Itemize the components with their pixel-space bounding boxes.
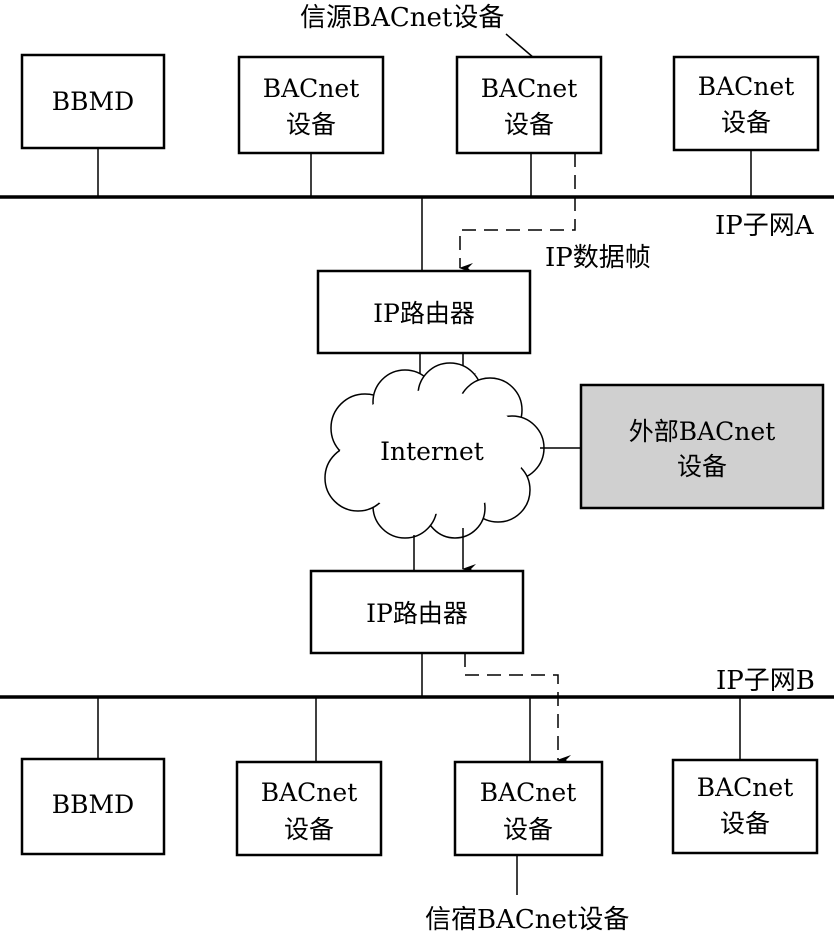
device-label-line2: 设备 xyxy=(721,108,771,137)
router-label: IP路由器 xyxy=(366,599,468,628)
device-label-line1: BACnet xyxy=(697,773,794,802)
device-label-line1: BACnet xyxy=(261,778,358,807)
device-label-line2: 设备 xyxy=(284,815,334,844)
subnet-b-device-4: BACnet 设备 xyxy=(671,758,819,855)
router-a: IP路由器 xyxy=(316,269,532,355)
router-b: IP路由器 xyxy=(309,569,525,655)
subnet-b-device-destination: BACnet 设备 xyxy=(453,760,604,857)
source-leader-line xyxy=(505,33,535,59)
external-bacnet-device: 外部BACnet 设备 xyxy=(579,383,825,510)
device-label-line2: 设备 xyxy=(503,815,553,844)
subnet-b-label: IP子网B xyxy=(716,666,815,696)
router-label: IP路由器 xyxy=(373,299,475,328)
frame-label: IP数据帧 xyxy=(545,243,651,273)
subnet-b-device-2: BACnet 设备 xyxy=(235,760,383,857)
destination-device-label: 信宿BACnet设备 xyxy=(425,905,629,935)
subnet-a-device-4: BACnet 设备 xyxy=(672,55,820,152)
subnet-a-device-bbmd: BBMD xyxy=(20,53,166,150)
frame-path-a xyxy=(459,153,576,273)
internet-cloud: Internet xyxy=(324,362,545,539)
subnet-a-device-source: BACnet 设备 xyxy=(455,55,603,155)
device-label-line2: 设备 xyxy=(286,110,336,139)
device-label: BBMD xyxy=(52,790,134,819)
subnet-b-device-bbmd: BBMD xyxy=(20,757,166,856)
device-label: BBMD xyxy=(52,87,134,116)
device-label-line1: BACnet xyxy=(480,778,577,807)
device-label-line1: BACnet xyxy=(698,72,795,101)
frame-path-b xyxy=(464,653,571,765)
internet-label: Internet xyxy=(380,437,484,466)
device-label-line1: BACnet xyxy=(481,74,578,103)
external-device-line1: 外部BACnet xyxy=(629,417,776,446)
device-label-line2: 设备 xyxy=(720,809,770,838)
subnet-a-device-2: BACnet 设备 xyxy=(237,55,385,155)
device-label-line2: 设备 xyxy=(504,110,554,139)
external-device-line2: 设备 xyxy=(677,452,727,481)
subnet-a-label: IP子网A xyxy=(715,211,815,241)
source-device-label: 信源BACnet设备 xyxy=(300,3,504,33)
device-label-line1: BACnet xyxy=(263,74,360,103)
